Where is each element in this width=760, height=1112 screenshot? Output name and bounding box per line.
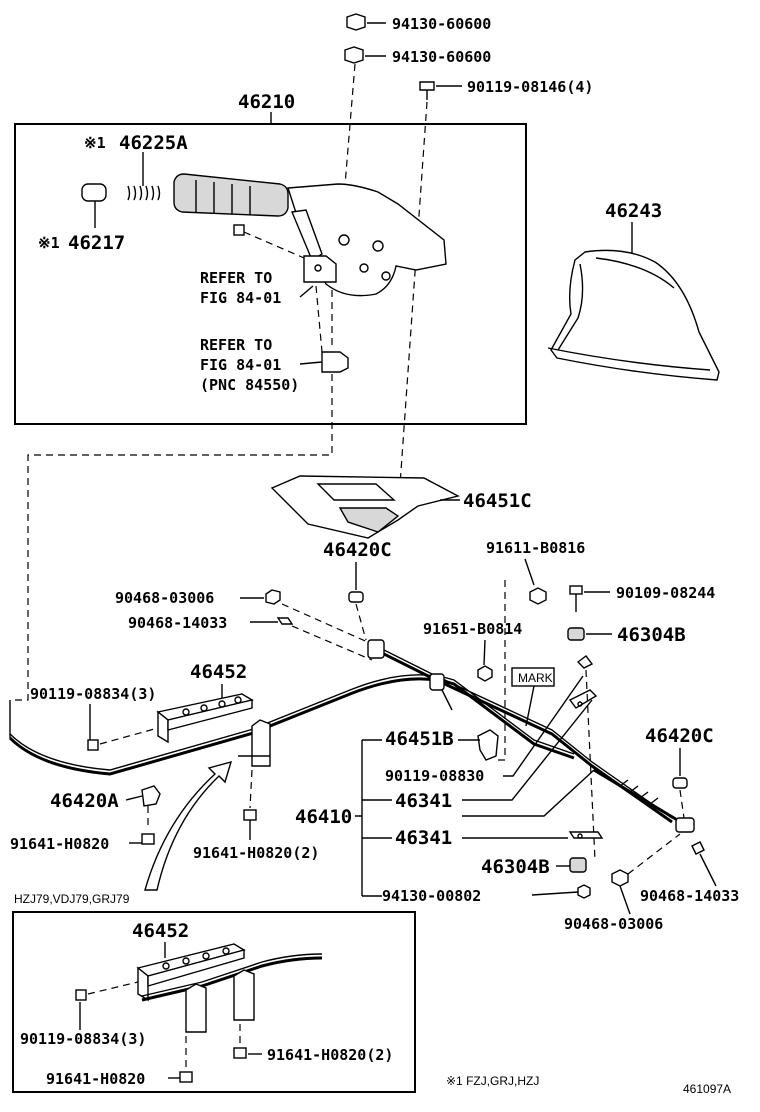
bracket-left-part [156,693,254,744]
bolt-far-right-part [569,585,583,612]
inset-bolt-low-part [179,1071,193,1083]
label-refer-2-line3: (PNC 84550) [200,376,299,394]
label-bolt-left: 90119-08834(3) [30,685,156,703]
lever-mount-bolt [233,224,305,259]
label-inset-bolt: 90119-08834(3) [20,1030,146,1048]
label-nut-right-lower: 90468-03006 [564,915,663,933]
nut-lower-part [577,884,591,899]
label-bracket-left: 46452 [190,661,247,683]
bracket-b-part [477,729,499,761]
inset-mount-bracket-1 [185,983,207,1033]
label-cable-assy: 46410 [295,806,352,828]
nut-right-lower-part [611,869,629,887]
nut-top-2 [344,46,386,64]
switch-part [321,351,349,373]
clip-right-part [691,841,705,855]
label-clamp-right: 46420C [645,725,714,747]
label-lever-assy: 46210 [238,91,295,113]
label-clamp-upper: 46420C [323,539,392,561]
label-nut-top-1: 94130-60600 [392,15,491,33]
label-bolt-right: 91611-B0816 [486,539,585,557]
label-grip-button: 46225A [119,132,188,154]
label-bracket-plate: 46451C [463,490,532,512]
lever-assembly-box [14,123,527,425]
switch-bracket [303,255,337,283]
label-clamp-left: 46420A [50,790,119,812]
bolt-right-part [529,587,547,605]
label-nut-lower: 94130-00802 [382,887,481,905]
label-clip-right: 90468-14033 [640,887,739,905]
cable-rear-end [593,768,695,833]
label-inset-bolt-mid: 91641-H0820(2) [267,1046,393,1064]
label-bracket-b: 46451B [385,728,454,750]
label-nut-top-2: 94130-60600 [392,48,491,66]
label-bolt-top: 90119-08146(4) [467,78,593,96]
boot-part [547,249,720,381]
label-retainer-right: 46304B [617,624,686,646]
bolt-lower-left-part [141,833,155,845]
knob-part [81,183,107,228]
label-refer-2-line2: FIG 84-01 [200,356,281,374]
bracket-plate-part [270,475,460,539]
bolt-mid-part [477,665,493,682]
variant-arrow [144,760,233,891]
inset-bolt-mid-part [233,1047,247,1059]
mount-bracket-mid [238,719,271,767]
parking-brake-lever [173,173,447,297]
mark-bracket-part [568,689,598,709]
mark-tag [511,667,555,687]
clamp-left-part [141,785,161,807]
nut-top-1 [346,13,386,31]
label-cable-1: 46341 [395,790,452,812]
inset-bolt-part [75,981,139,1001]
cable-clamp-1 [367,639,385,659]
clamp-right-part [672,777,688,819]
inset-mount-bracket-2 [233,969,255,1021]
clamp-upper-part [348,591,367,641]
label-footnote: ※1 FZJ,GRJ,HZJ [446,1074,539,1088]
label-bolt-lower-left: 91641-H0820 [10,835,109,853]
label-cable-2: 46341 [395,827,452,849]
label-bolt-mark: 90119-08830 [385,767,484,785]
label-variant-note: HZJ79,VDJ79,GRJ79 [14,892,130,906]
label-grip-button-mark: ※1 [84,134,106,152]
label-boot: 46243 [605,200,662,222]
label-refer-1-line1: REFER TO [200,269,272,287]
variant-inset-box [12,911,416,1093]
inset-bracket-part [136,943,246,1002]
bolt-left-part [87,727,159,751]
cable-bracket-part [568,831,604,839]
label-nut-left-1: 90468-03006 [115,589,214,607]
label-bolt-far-right: 90109-08244 [616,584,715,602]
retainer-lower-part [569,857,587,873]
label-mark-tag: MARK [518,671,553,685]
cable-clamp-2 [429,673,453,711]
retainer-upper-part [576,655,594,669]
label-inset-bolt-low: 91641-H0820 [46,1070,145,1088]
retainer-right-part [567,627,585,641]
spring-part [127,185,161,201]
label-figure-id: 461097A [683,1082,731,1096]
label-refer-2-line1: REFER TO [200,336,272,354]
label-bolt-lower-mid: 91641-H0820(2) [193,844,319,862]
label-knob: 46217 [68,232,125,254]
label-inset-bracket: 46452 [132,920,189,942]
bolt-top [419,81,462,100]
clip-left-part [276,617,294,625]
bolt-lower-mid-part [243,809,257,830]
inset-cable [141,953,323,1002]
nut-left-1-part [265,589,281,605]
label-clip-left: 90468-14033 [128,614,227,632]
label-knob-mark: ※1 [38,234,60,252]
label-bolt-mid: 91651-B0814 [423,620,522,638]
label-retainer-lower: 46304B [481,856,550,878]
label-refer-1-line2: FIG 84-01 [200,289,281,307]
